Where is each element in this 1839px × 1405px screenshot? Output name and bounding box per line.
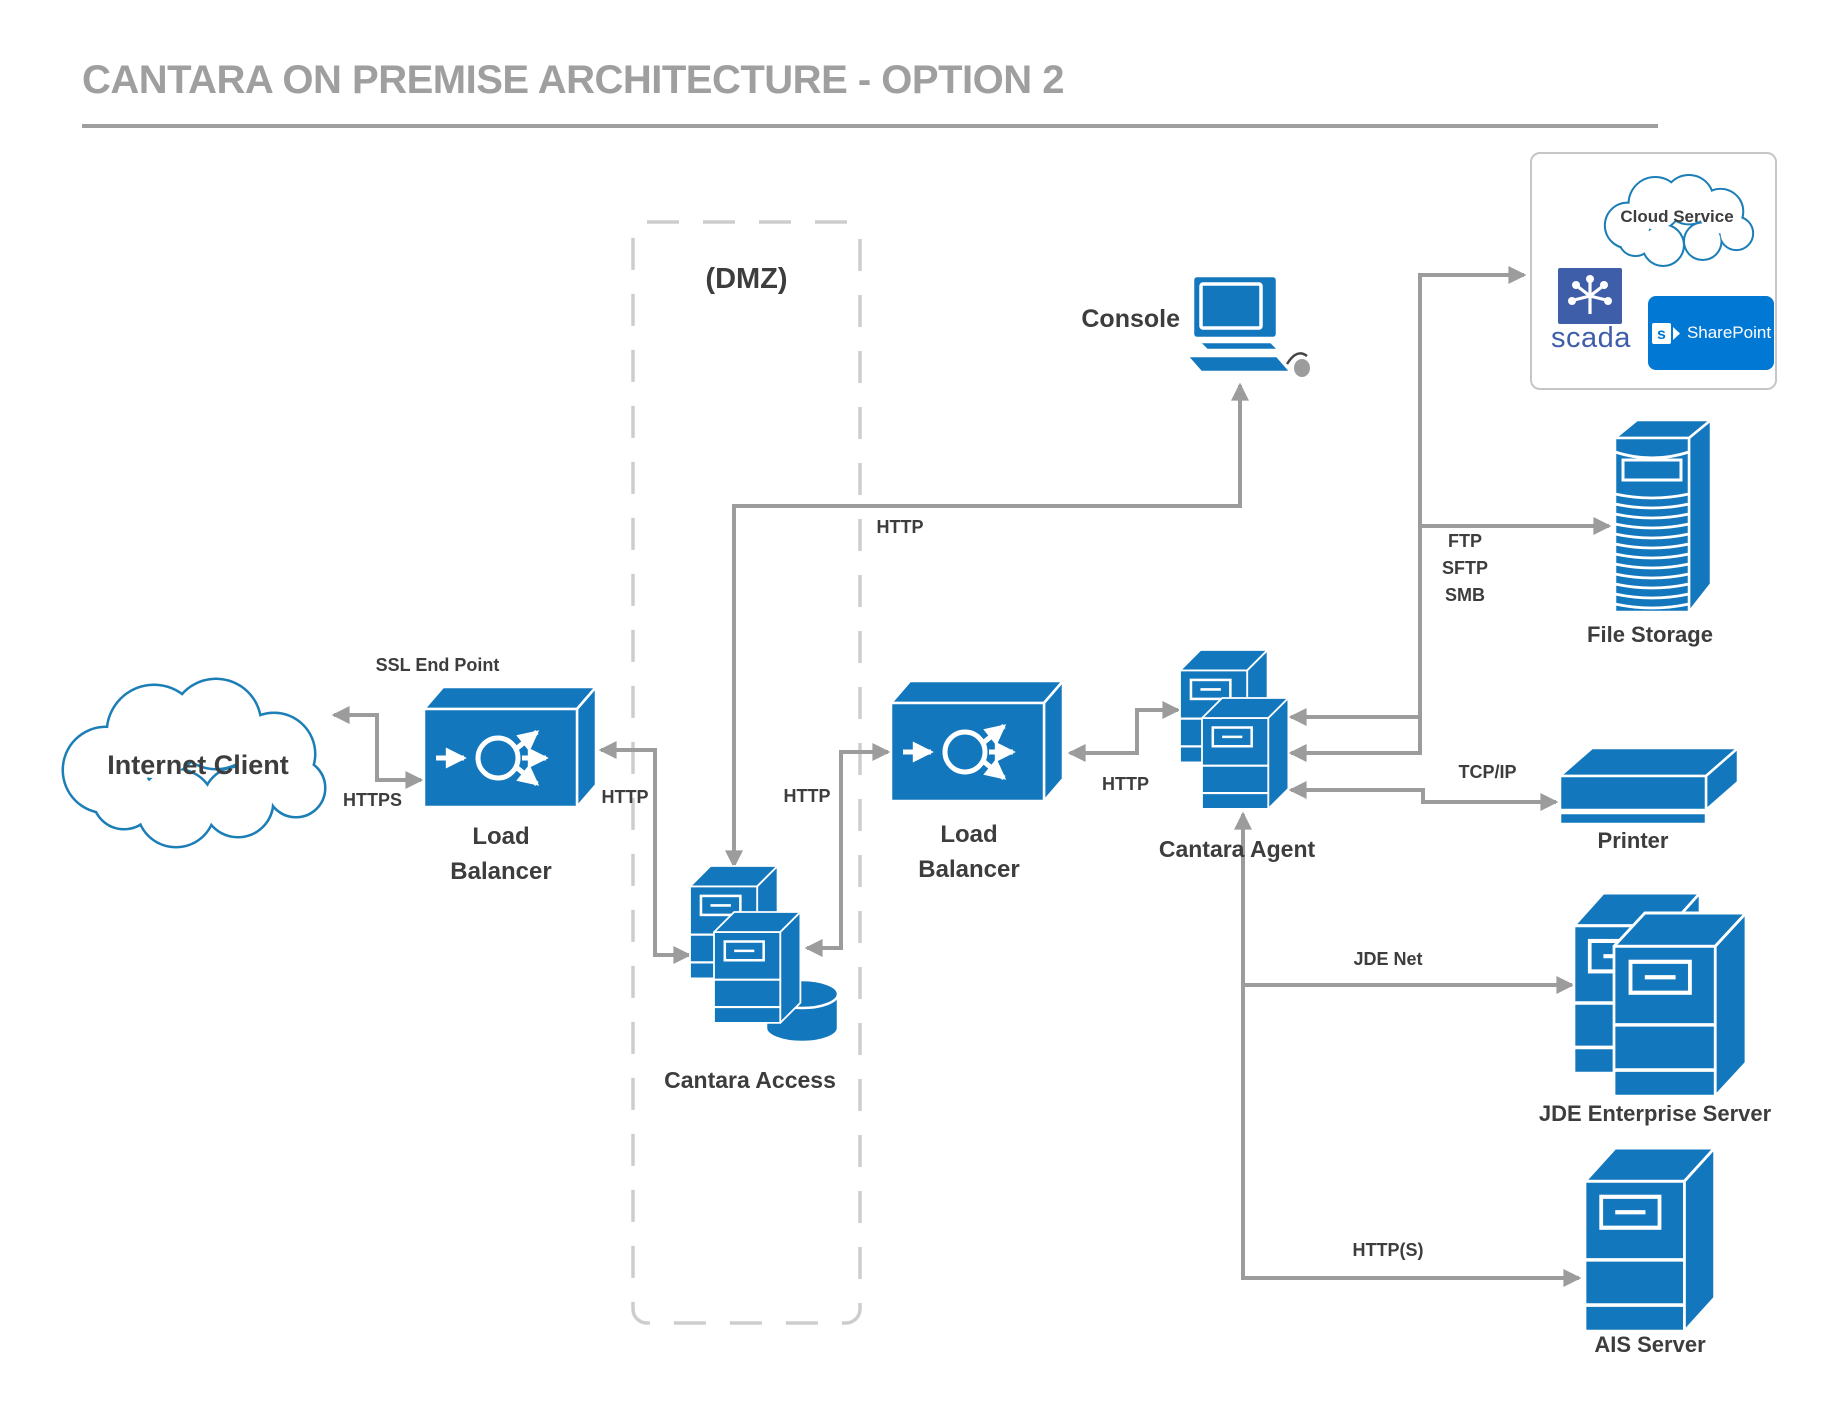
file-storage-icon bbox=[1613, 418, 1713, 614]
http-console-label: HTTP bbox=[876, 517, 924, 537]
scada-logo bbox=[1558, 268, 1622, 324]
console-label: Console bbox=[1081, 305, 1180, 333]
connector-lb2-agent bbox=[1067, 701, 1181, 762]
scada-flower-icon bbox=[1568, 275, 1612, 314]
dmz-label: (DMZ) bbox=[705, 263, 788, 295]
title-rule bbox=[82, 124, 1658, 128]
cloud-service-panel: Cloud Service scada bbox=[1530, 152, 1777, 390]
ssl-end-point-label: SSL End Point bbox=[375, 655, 500, 675]
mouse-icon bbox=[1294, 359, 1310, 377]
load-balancer-2-icon bbox=[891, 681, 1063, 801]
load-balancer-2-label: Load Balancer bbox=[918, 821, 1020, 883]
connector-agent-printer bbox=[1288, 781, 1559, 811]
http-access-lb2-label: HTTP bbox=[783, 786, 831, 806]
cantara-access-icon bbox=[688, 864, 840, 1044]
connector-agent-ais bbox=[1234, 811, 1582, 1287]
load-balancer-1-icon bbox=[424, 687, 596, 807]
internet-client-label: Internet Client bbox=[107, 750, 289, 780]
jde-enterprise-server-label: JDE Enterprise Server bbox=[1538, 1101, 1772, 1126]
connectors bbox=[331, 266, 1612, 1287]
printer-label: Printer bbox=[1597, 828, 1669, 853]
smb-label: SMB bbox=[1445, 585, 1485, 605]
file-storage-label: File Storage bbox=[1587, 622, 1713, 647]
dmz-zone-border bbox=[631, 220, 862, 1325]
svg-text:s: s bbox=[1657, 326, 1666, 343]
http-lb1-access-label: HTTP bbox=[601, 787, 649, 807]
printer-icon bbox=[1558, 746, 1744, 826]
sharepoint-wordmark: SharePoint bbox=[1686, 323, 1772, 342]
http-lb2-agent-label: HTTP bbox=[1102, 774, 1149, 794]
cantara-access-label: Cantara Access bbox=[664, 1067, 836, 1093]
ais-server-label: AIS Server bbox=[1594, 1332, 1706, 1357]
connector-client-lb1 bbox=[331, 706, 424, 789]
jde-enterprise-server-icon bbox=[1574, 893, 1746, 1096]
tcp-ip-label: TCP/IP bbox=[1458, 762, 1517, 782]
https-label: HTTPS bbox=[342, 790, 402, 810]
ftp-label: FTP bbox=[1448, 531, 1482, 551]
cantara-agent-label: Cantara Agent bbox=[1158, 836, 1316, 862]
page-title: CANTARA ON PREMISE ARCHITECTURE - OPTION… bbox=[82, 58, 1065, 102]
connector-lb1-access bbox=[598, 741, 692, 964]
sharepoint-logo: s SharePoint bbox=[1648, 296, 1774, 370]
jde-net-label: JDE Net bbox=[1353, 949, 1423, 969]
ais-server-icon bbox=[1585, 1148, 1715, 1331]
load-balancer-1-label: Load Balancer bbox=[450, 823, 552, 885]
https-ais-label: HTTP(S) bbox=[1352, 1240, 1424, 1260]
sftp-label: SFTP bbox=[1441, 558, 1488, 578]
sharepoint-icon: s bbox=[1651, 323, 1680, 344]
connector-agent-cloudservice bbox=[1288, 266, 1527, 762]
mouse-cable bbox=[1285, 352, 1308, 365]
connector-access-console bbox=[725, 382, 1249, 869]
scada-wordmark: scada bbox=[1551, 322, 1631, 354]
connector-access-lb2 bbox=[804, 743, 891, 957]
cantara-agent-icon bbox=[1178, 648, 1290, 811]
cloud-service-label: Cloud Service bbox=[1620, 207, 1734, 226]
cloud-service-cloud-icon bbox=[1603, 173, 1755, 267]
console-computer-icon bbox=[1185, 274, 1310, 377]
internet-client-cloud-icon bbox=[61, 677, 327, 849]
